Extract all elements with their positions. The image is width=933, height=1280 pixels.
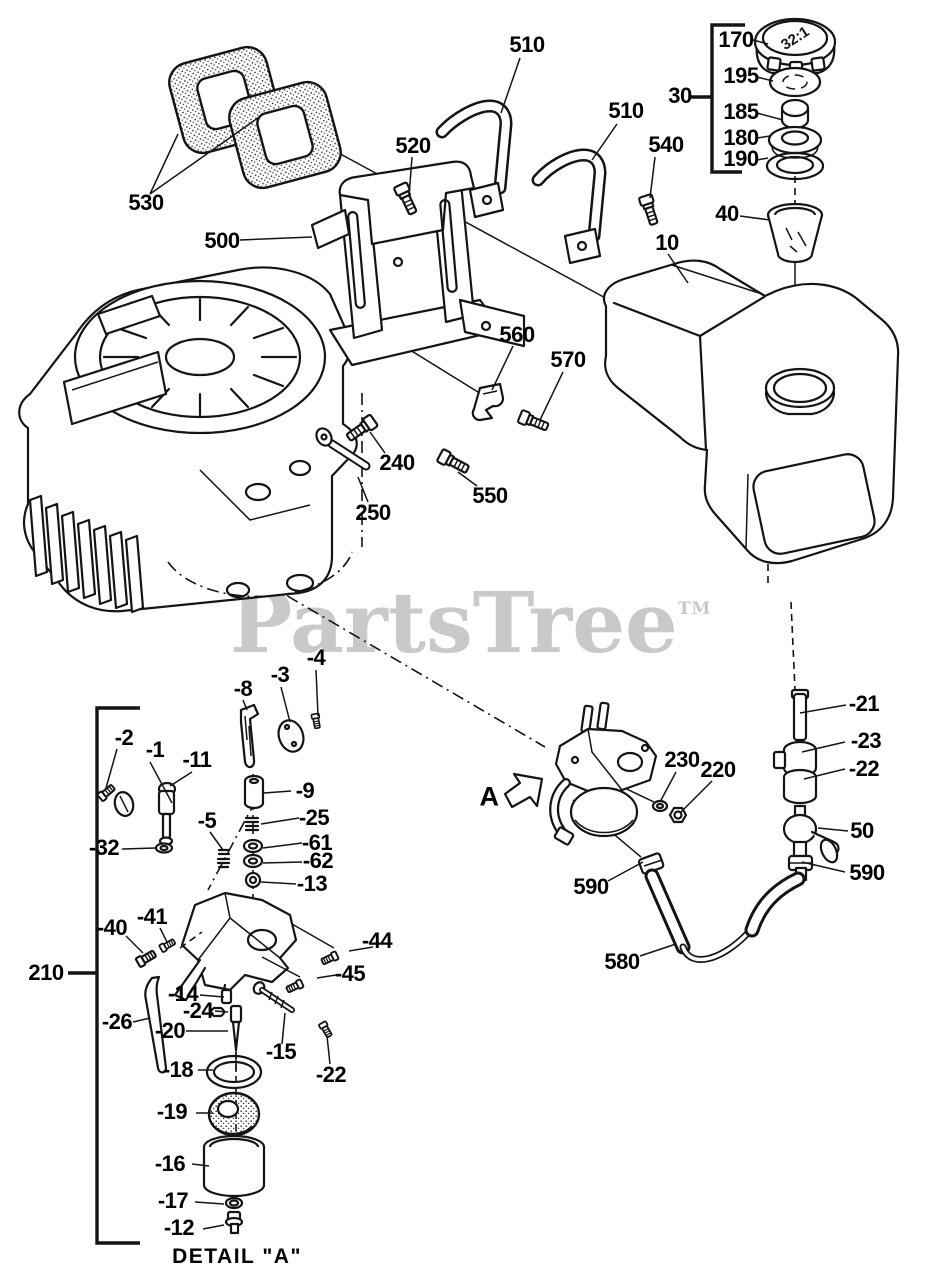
carburetor-detail-illustration — [68, 703, 340, 1245]
air-filter-elements-illustration — [168, 45, 342, 190]
part-label-230: 230 — [664, 747, 700, 772]
cooling-fins — [28, 494, 145, 614]
part-label-neg24: -24 — [182, 998, 214, 1023]
watermark-tm: TM — [677, 599, 712, 619]
part-label-250: 250 — [355, 500, 391, 525]
part-label-neg3: -3 — [270, 662, 290, 687]
bolt-570 — [516, 408, 551, 435]
part-label-530: 530 — [128, 190, 164, 215]
part-label-40: 40 — [715, 201, 739, 226]
part-label-240: 240 — [379, 450, 415, 475]
part-label-510-1: 510 — [509, 32, 545, 57]
part-label-neg21: -21 — [848, 691, 880, 716]
part-label-550: 550 — [472, 483, 508, 508]
fuel-hose-illustration — [638, 852, 806, 963]
part-label-510-2: 510 — [608, 98, 644, 123]
part-label-neg15: -15 — [265, 1039, 297, 1064]
part-label-neg32: -32 — [88, 835, 120, 860]
part-label-590l: 590 — [573, 874, 609, 899]
part-label-neg13: -13 — [296, 871, 328, 896]
part-label-neg18: -18 — [162, 1057, 194, 1082]
part-label-30: 30 — [668, 83, 692, 108]
bracket-30 — [690, 23, 745, 174]
part-label-neg44: -44 — [361, 928, 393, 953]
part-label-neg23: -23 — [850, 728, 882, 753]
part-label-180: 180 — [723, 125, 759, 150]
part-label-neg2: -2 — [114, 725, 134, 750]
detail-a-arrow — [503, 772, 544, 809]
clamp-560-illustration — [471, 382, 505, 422]
engine-illustration — [18, 266, 358, 614]
part-label-neg5: -5 — [197, 808, 217, 833]
part-label-neg17: -17 — [157, 1188, 189, 1213]
fuel-tank-illustration — [602, 259, 900, 565]
part-label-50: 50 — [850, 818, 874, 843]
part-label-neg25: -25 — [298, 805, 330, 830]
part-label-neg8: -8 — [233, 676, 253, 701]
bolt-550 — [435, 447, 472, 477]
part-label-540: 540 — [648, 132, 684, 157]
handle-510b-illustration — [531, 148, 607, 265]
part-label-500: 500 — [204, 228, 240, 253]
part-label-190: 190 — [723, 146, 759, 171]
part-label-neg26: -26 — [101, 1009, 133, 1034]
part-label-210: 210 — [28, 960, 64, 985]
part-label-view-a: A — [479, 781, 500, 812]
part-label-170: 170 — [718, 27, 754, 52]
part-label-neg22r: -22 — [848, 756, 880, 781]
watermark-text: PartsTree — [230, 574, 678, 672]
part-label-neg9: -9 — [295, 778, 315, 803]
part-label-570: 570 — [550, 347, 586, 372]
fuel-valve-illustration — [772, 688, 840, 882]
part-label-neg61: -61 — [301, 830, 333, 855]
part-label-neg12: -12 — [163, 1215, 195, 1240]
part-label-590r: 590 — [849, 860, 885, 885]
fuel-cap-stack-illustration: 32:1 — [753, 17, 837, 264]
part-label-neg62: -62 — [302, 848, 334, 873]
part-label-220: 220 — [700, 757, 736, 782]
part-label-neg41: -41 — [136, 904, 168, 929]
part-label-neg16: -16 — [154, 1151, 186, 1176]
part-label-neg14: -14 — [167, 981, 199, 1006]
part-label-neg40: -40 — [96, 915, 128, 940]
part-label-185: 185 — [723, 99, 759, 124]
part-label-neg11: -11 — [182, 747, 212, 772]
rod-250-illustration — [315, 427, 371, 471]
watermark: PartsTreeTM — [230, 582, 711, 665]
part-label-10: 10 — [655, 230, 679, 255]
bolt-540 — [637, 192, 662, 228]
part-label-neg4: -4 — [306, 645, 326, 670]
handle-510a-illustration — [435, 99, 513, 219]
carburetor-illustration — [549, 701, 688, 846]
part-label-520: 520 — [395, 133, 431, 158]
detail-a-caption: DETAIL "A" — [172, 1245, 302, 1268]
leader-lines — [105, 39, 849, 1230]
part-label-neg45: -45 — [334, 961, 366, 986]
bracket-500-illustration — [310, 160, 526, 367]
part-label-560: 560 — [499, 322, 535, 347]
part-label-195: 195 — [723, 63, 759, 88]
part-label-neg20: -20 — [154, 1018, 186, 1043]
bracket-210 — [95, 706, 140, 1245]
part-label-neg19: -19 — [156, 1099, 188, 1124]
part-label-neg1: -1 — [145, 737, 165, 762]
part-label-580: 580 — [604, 949, 640, 974]
part-label-neg22l: -22 — [315, 1062, 347, 1087]
